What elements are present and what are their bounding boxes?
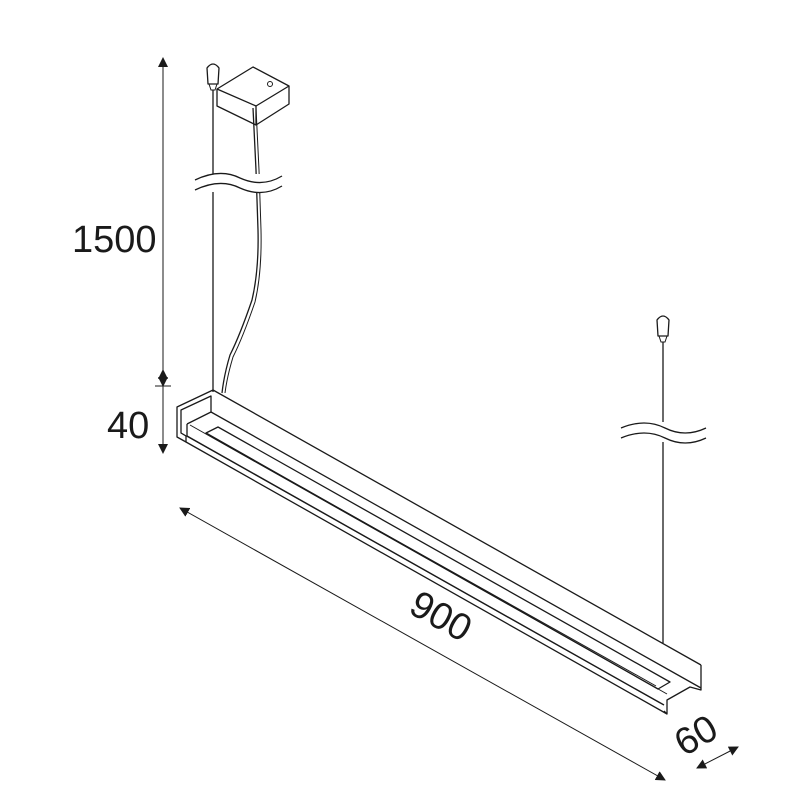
dimension-line-60 [696, 746, 739, 769]
break-mark-left [190, 172, 285, 194]
dimension-label-1500: 1500 [72, 219, 157, 261]
ceiling-anchor-right [656, 315, 670, 343]
dimension-label-40: 40 [107, 405, 149, 447]
diffuser [205, 426, 671, 690]
break-mark-right [618, 422, 710, 444]
power-cable [221, 107, 259, 394]
dimension-label-60: 60 [668, 707, 726, 765]
dimension-line-900 [179, 507, 666, 781]
ceiling-anchor-left [206, 63, 220, 91]
